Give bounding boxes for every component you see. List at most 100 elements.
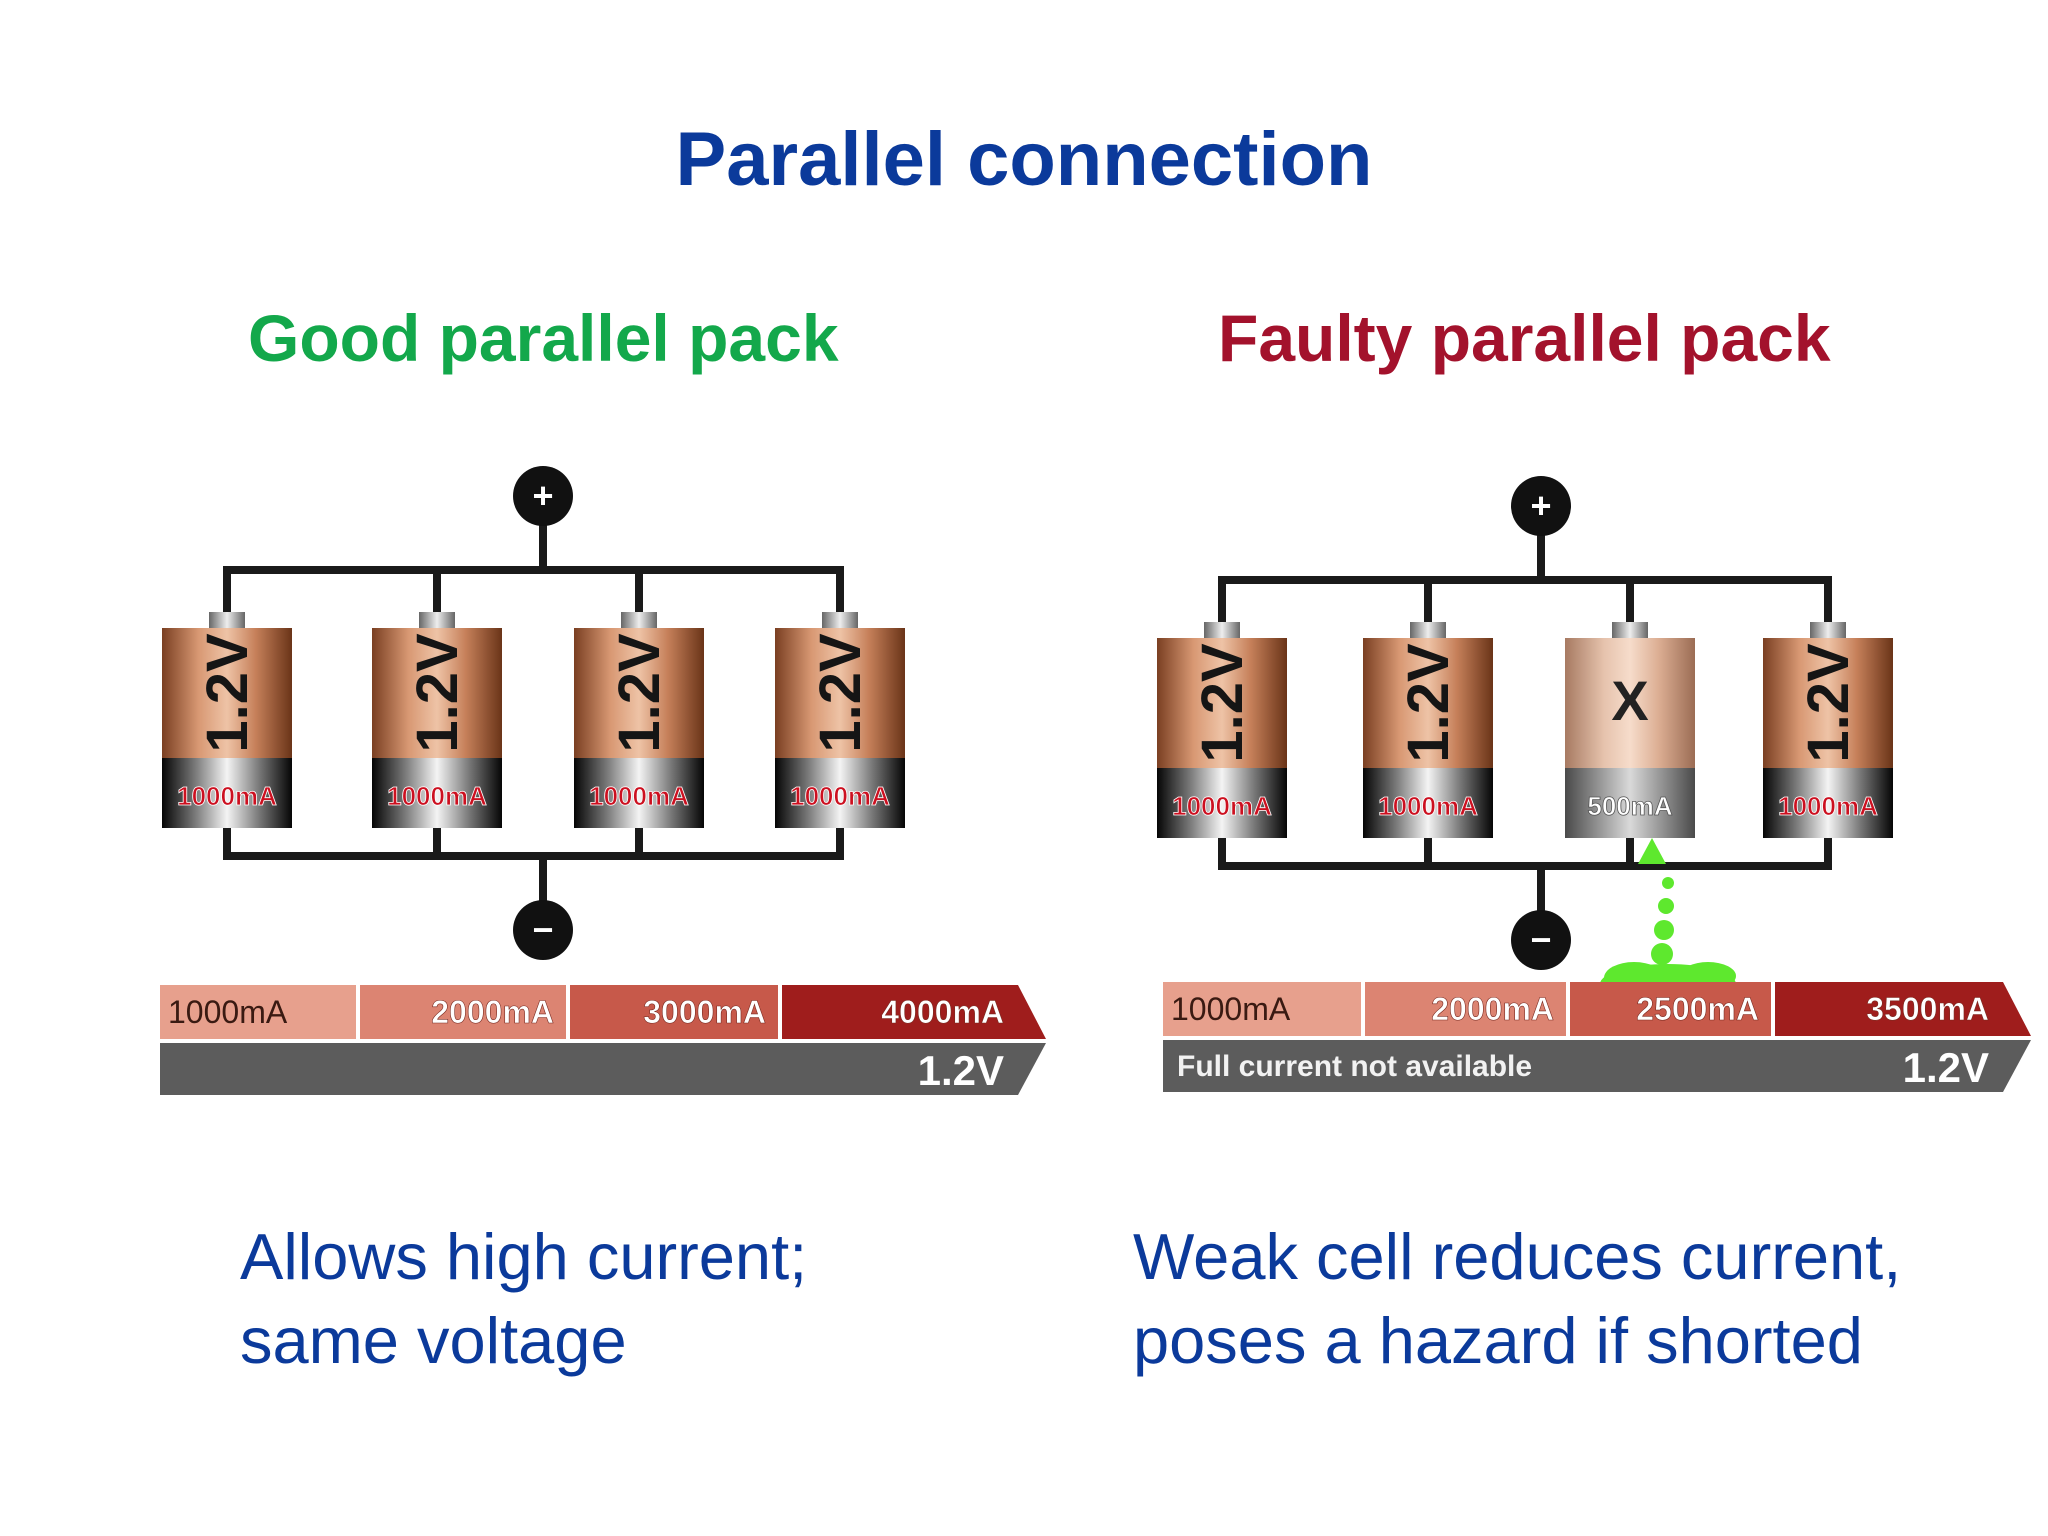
voltage-bar: Full current not available 1.2V <box>1163 1040 2031 1092</box>
leak-drop <box>1654 920 1674 940</box>
voltage-bar-shape <box>160 1043 1046 1095</box>
battery-capacity-label: 1000mA <box>1378 791 1478 821</box>
leak-drop <box>1658 898 1674 914</box>
battery-copper-top <box>775 628 905 758</box>
battery-capacity-label: 1000mA <box>1172 791 1272 821</box>
battery-capacity-label: 1000mA <box>790 781 890 811</box>
battery-fault-mark: X <box>1611 669 1648 732</box>
battery-cell-3: 1.2V 1000mA <box>574 612 704 828</box>
positive-terminal: + <box>1511 476 1571 536</box>
good-caption-line-1: Allows high current; <box>240 1220 808 1293</box>
battery-cell-3: X 500mA <box>1565 622 1695 838</box>
leak-drop <box>1662 877 1674 889</box>
battery-copper-top <box>1157 638 1287 768</box>
current-segment-1 <box>1163 982 1361 1036</box>
positive-terminal-label: + <box>532 475 553 516</box>
current-step-label: 4000mA <box>881 994 1004 1030</box>
current-step-label: 3500mA <box>1866 991 1989 1027</box>
good-pack-heading: Good parallel pack <box>248 301 839 375</box>
battery-cell-4: 1.2V 1000mA <box>775 612 905 828</box>
battery-cell-1: 1.2V 1000mA <box>1157 622 1287 838</box>
page-title: Parallel connection <box>675 117 1373 202</box>
good-pack-diagram: + − 1.2V 1000mA 1.2V 1000mA 1.2V 1000mA 1.2V 1000… <box>130 400 1080 1140</box>
current-segment-2 <box>360 985 566 1039</box>
current-step-label: 2000mA <box>431 994 554 1030</box>
current-segment-3 <box>1570 982 1771 1036</box>
battery-cap <box>1410 622 1446 640</box>
battery-cap <box>1204 622 1240 640</box>
battery-cell-1: 1.2V 1000mA <box>162 612 292 828</box>
battery-cap <box>621 612 657 630</box>
battery-cell-2: 1.2V 1000mA <box>1363 622 1493 838</box>
negative-terminal-icon <box>513 900 573 960</box>
current-step-label: 2500mA <box>1636 991 1759 1027</box>
battery-voltage-label: 1.2V <box>1190 643 1255 763</box>
positive-terminal-icon <box>513 466 573 526</box>
voltage-bar-value: 1.2V <box>1903 1044 1989 1091</box>
positive-terminal-icon <box>1511 476 1571 536</box>
battery-band <box>162 758 292 828</box>
negative-terminal-label: − <box>1530 919 1551 960</box>
current-segment-2 <box>1365 982 1566 1036</box>
current-step-label: 2000mA <box>1431 991 1554 1027</box>
battery-cap <box>209 612 245 630</box>
battery-capacity-label: 1000mA <box>1778 791 1878 821</box>
battery-voltage-label: 1.2V <box>195 633 260 753</box>
battery-copper-top <box>574 628 704 758</box>
negative-terminal-label: − <box>532 909 553 950</box>
faulty-pack-heading: Faulty parallel pack <box>1218 301 1831 375</box>
current-segment-4 <box>782 985 1046 1039</box>
negative-terminal: − <box>1511 910 1571 970</box>
current-step-label: 1000mA <box>1171 991 1291 1027</box>
current-segment-1 <box>160 985 356 1039</box>
current-segment-4 <box>1775 982 2031 1036</box>
battery-copper-top <box>1363 638 1493 768</box>
faulty-caption-line-1: Weak cell reduces current, <box>1133 1220 1902 1293</box>
battery-voltage-label: 1.2V <box>808 633 873 753</box>
faulty-pack-caption: Weak cell reduces current, poses a hazar… <box>1133 1215 1901 1383</box>
battery-voltage-label: 1.2V <box>1796 643 1861 763</box>
current-capacity-bar: 1000mA 2000mA 2500mA 3500mA <box>1163 982 2031 1036</box>
battery-band <box>1763 768 1893 838</box>
voltage-bar-shape <box>1163 1040 2031 1092</box>
battery-voltage-label: 1.2V <box>607 633 672 753</box>
battery-cap <box>1612 622 1648 640</box>
battery-cap <box>1810 622 1846 640</box>
current-segment-3 <box>570 985 778 1039</box>
battery-cap <box>822 612 858 630</box>
battery-band <box>372 758 502 828</box>
voltage-bar: 1.2V <box>160 1043 1046 1095</box>
current-step-label: 1000mA <box>168 994 288 1030</box>
battery-band <box>775 758 905 828</box>
battery-cap <box>419 612 455 630</box>
good-caption-line-2: same voltage <box>240 1304 627 1377</box>
current-step-label: 3000mA <box>643 994 766 1030</box>
negative-terminal-icon <box>1511 910 1571 970</box>
battery-copper-top <box>1763 638 1893 768</box>
battery-band <box>1157 768 1287 838</box>
battery-capacity-label: 1000mA <box>177 781 277 811</box>
battery-copper-top <box>162 628 292 758</box>
good-pack-caption: Allows high current; same voltage <box>240 1215 807 1383</box>
battery-copper-top <box>1565 638 1695 768</box>
leak-drop <box>1651 943 1673 965</box>
current-capacity-bar: 1000mA 2000mA 3000mA 4000mA <box>160 985 1046 1039</box>
battery-cell-4: 1.2V 1000mA <box>1763 622 1893 838</box>
voltage-bar-value: 1.2V <box>918 1047 1004 1094</box>
battery-band <box>1363 768 1493 838</box>
battery-copper-top <box>372 628 502 758</box>
leak-drip-tip <box>1638 838 1666 864</box>
battery-capacity-label: 500mA <box>1587 791 1672 821</box>
faulty-pack-svg: +−1.2V1000mA1.2V1000mAX500mA1.2V1000mA10… <box>1157 476 2031 1092</box>
positive-terminal: + <box>513 466 573 526</box>
good-pack-svg: + − 1.2V 1000mA 1.2V 1000mA 1.2V 1000mA 1.2V 1000… <box>160 466 1046 1095</box>
voltage-bar-note: Full current not available <box>1177 1050 1532 1083</box>
battery-band <box>574 758 704 828</box>
faulty-caption-line-2: poses a hazard if shorted <box>1133 1304 1863 1377</box>
battery-voltage-label: 1.2V <box>1396 643 1461 763</box>
battery-capacity-label: 1000mA <box>589 781 689 811</box>
negative-terminal: − <box>513 900 573 960</box>
positive-terminal-label: + <box>1530 485 1551 526</box>
battery-capacity-label: 1000mA <box>387 781 487 811</box>
